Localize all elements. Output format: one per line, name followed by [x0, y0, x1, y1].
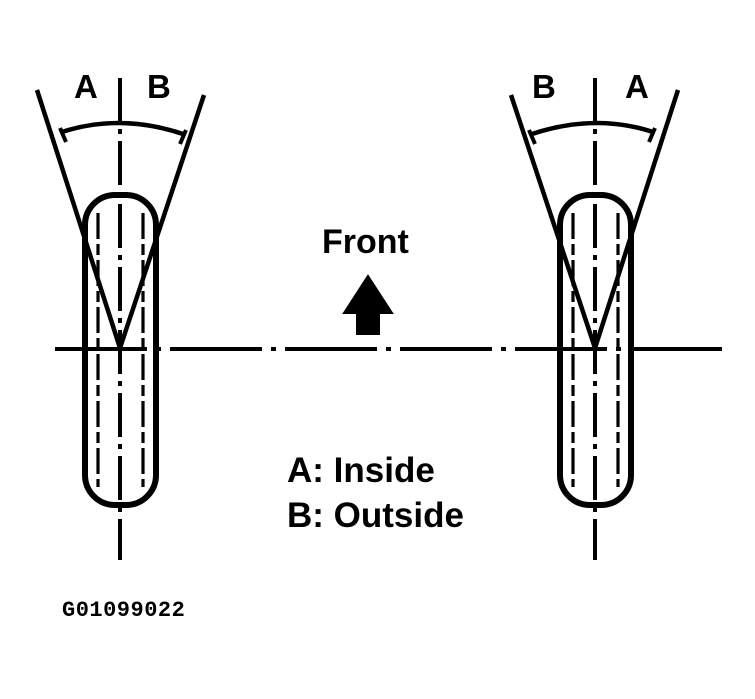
right-arc-tick-outer — [527, 129, 537, 145]
right-wheel-group — [508, 78, 681, 560]
left-arc-tick-outer — [178, 129, 188, 145]
legend-item-a: A: Inside — [287, 451, 435, 490]
left-toe-line-inner — [34, 89, 123, 349]
right-toe-line-outer — [508, 94, 598, 349]
left-wheel-inner-letter: A — [74, 68, 98, 105]
right-arc-tick-inner — [647, 127, 657, 143]
right-angle-arc — [531, 120, 654, 137]
legend-item-b: B: Outside — [287, 496, 464, 535]
right-toe-line-inner — [592, 89, 681, 349]
left-wheel-group — [34, 78, 207, 560]
front-arrow-icon — [342, 274, 394, 335]
left-angle-arc — [61, 120, 184, 137]
left-wheel-outer-letter: B — [147, 68, 171, 105]
front-direction-label: Front — [322, 223, 409, 261]
figure-id-code: G01099022 — [62, 598, 186, 623]
right-wheel-outer-letter: B — [532, 68, 556, 105]
left-toe-line-outer — [117, 94, 207, 349]
left-arc-tick-inner — [58, 127, 68, 143]
right-wheel-inner-letter: A — [625, 68, 649, 105]
